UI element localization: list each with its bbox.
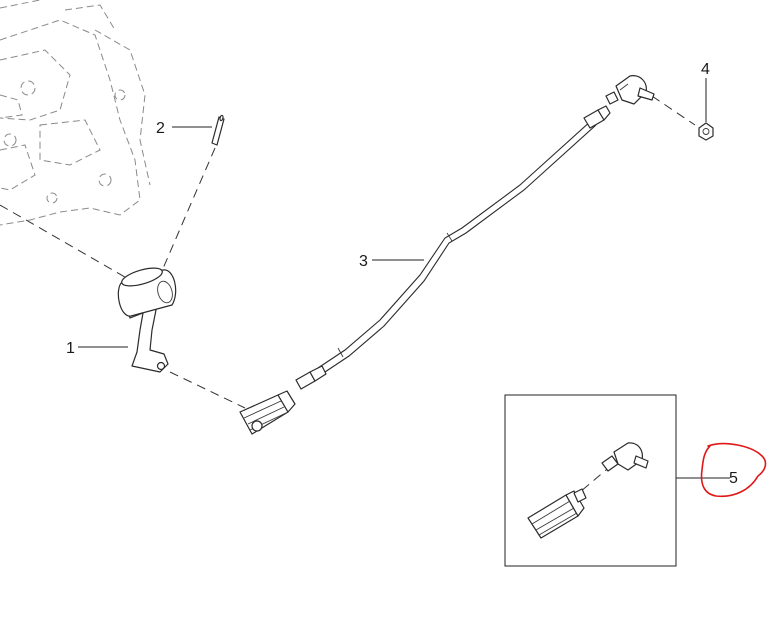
red-circle-markup xyxy=(700,442,767,498)
callout-5: 5 xyxy=(729,470,738,487)
callout-4: 4 xyxy=(701,61,710,78)
callout-3: 3 xyxy=(359,253,368,270)
callout-2: 2 xyxy=(156,120,165,137)
transmission-housing-phantom xyxy=(0,0,151,226)
leader-lines xyxy=(78,78,730,479)
clevis-part xyxy=(239,390,296,435)
nut-part xyxy=(698,122,714,141)
control-cable-part xyxy=(295,105,611,390)
roll-pin-part xyxy=(211,114,225,146)
assembly-lines xyxy=(0,95,696,493)
ball-joint-part xyxy=(605,75,655,105)
lever-arm-part xyxy=(117,267,177,373)
callout-1: 1 xyxy=(66,340,75,357)
kit-inset xyxy=(504,394,677,567)
